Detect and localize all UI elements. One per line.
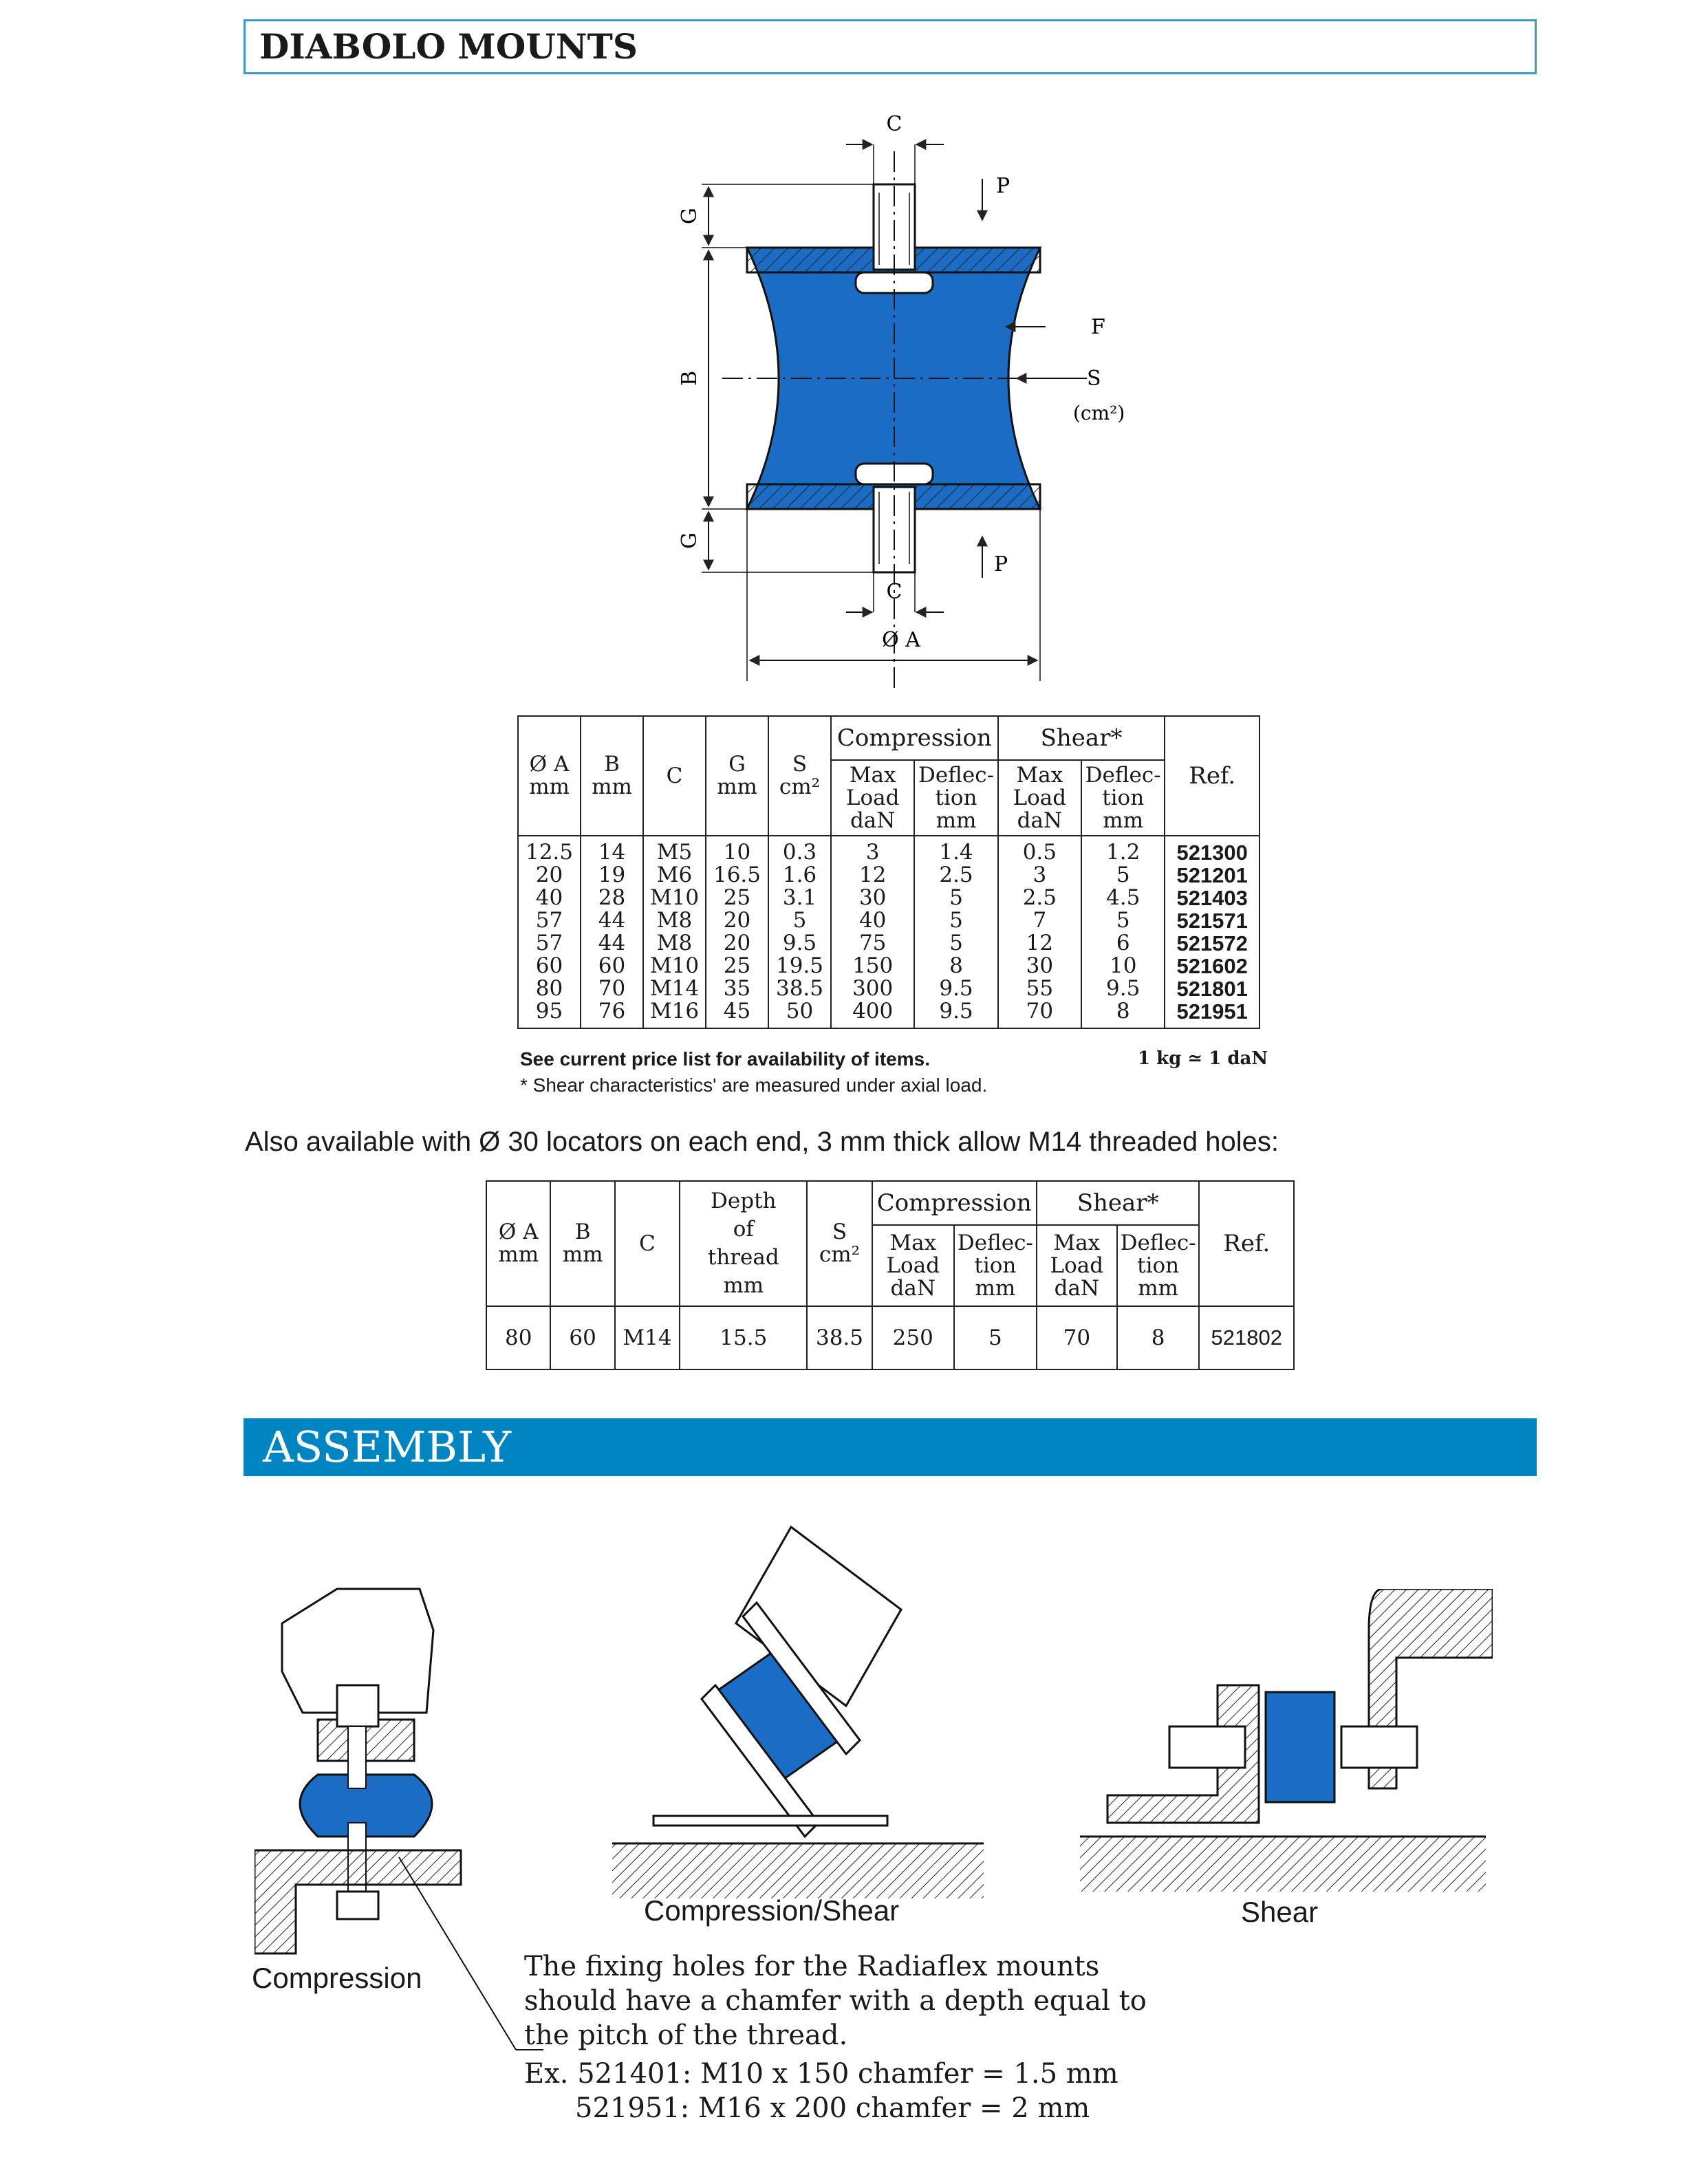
th-g: G bbox=[728, 752, 746, 777]
label-g-bottom: G bbox=[678, 532, 702, 549]
note-leader-line bbox=[398, 1856, 543, 2050]
th-s: S bbox=[792, 752, 808, 777]
price-list-note: See current price list for availability … bbox=[520, 1048, 930, 1070]
caption-compression: Compression bbox=[252, 1962, 422, 1994]
chamfer-examples: Ex. 521401: M10 x 150 chamfer = 1.5 mm 5… bbox=[524, 2058, 1118, 2124]
th-compression: Compression bbox=[830, 715, 999, 761]
unit-note: 1 kg ≃ 1 daN bbox=[1138, 1048, 1268, 1069]
th-b-unit: mm bbox=[592, 775, 632, 799]
caption-compression-shear: Compression/Shear bbox=[644, 1894, 900, 1927]
th-g-unit: mm bbox=[717, 775, 757, 799]
label-s: S bbox=[1087, 367, 1101, 391]
th-ref: Ref. bbox=[1164, 715, 1260, 836]
compression-assembly-drawing bbox=[255, 1588, 462, 1955]
chamfer-note: The fixing holes for the Radiaflex mount… bbox=[524, 1951, 1147, 2051]
page-title: DIABOLO MOUNTS bbox=[244, 19, 1537, 74]
label-s-unit: (cm²) bbox=[1073, 402, 1125, 424]
label-b: B bbox=[678, 371, 702, 386]
th-a: Ø A bbox=[529, 752, 570, 777]
shear-footnote: * Shear characteristics' are measured un… bbox=[520, 1074, 988, 1096]
table-row: 80 60 M14 15.5 38.5 250 5 70 8 521802 bbox=[485, 1306, 1295, 1370]
assembly-section-title: ASSEMBLY bbox=[244, 1418, 1537, 1476]
th-c: C bbox=[642, 715, 706, 836]
th-b: B bbox=[604, 752, 620, 777]
label-f: F bbox=[1091, 315, 1105, 339]
th-s-unit: cm² bbox=[779, 775, 821, 799]
diabolo-mount-diagram: C C P P F S (cm²) G B G Ø A bbox=[678, 112, 1125, 688]
compression-shear-assembly-drawing bbox=[612, 1525, 984, 1898]
label-g-top: G bbox=[678, 208, 702, 224]
label-p-bottom: P bbox=[994, 552, 1008, 576]
label-a: Ø A bbox=[882, 628, 920, 652]
label-c-bottom: C bbox=[887, 580, 902, 604]
also-available-text: Also available with Ø 30 locators on eac… bbox=[245, 1127, 1279, 1157]
caption-shear: Shear bbox=[1241, 1896, 1319, 1928]
label-p-top: P bbox=[996, 174, 1010, 198]
th-shear: Shear* bbox=[997, 715, 1166, 761]
label-c-top: C bbox=[887, 112, 902, 136]
shear-assembly-drawing bbox=[1080, 1589, 1493, 1892]
th-a-unit: mm bbox=[529, 775, 570, 799]
